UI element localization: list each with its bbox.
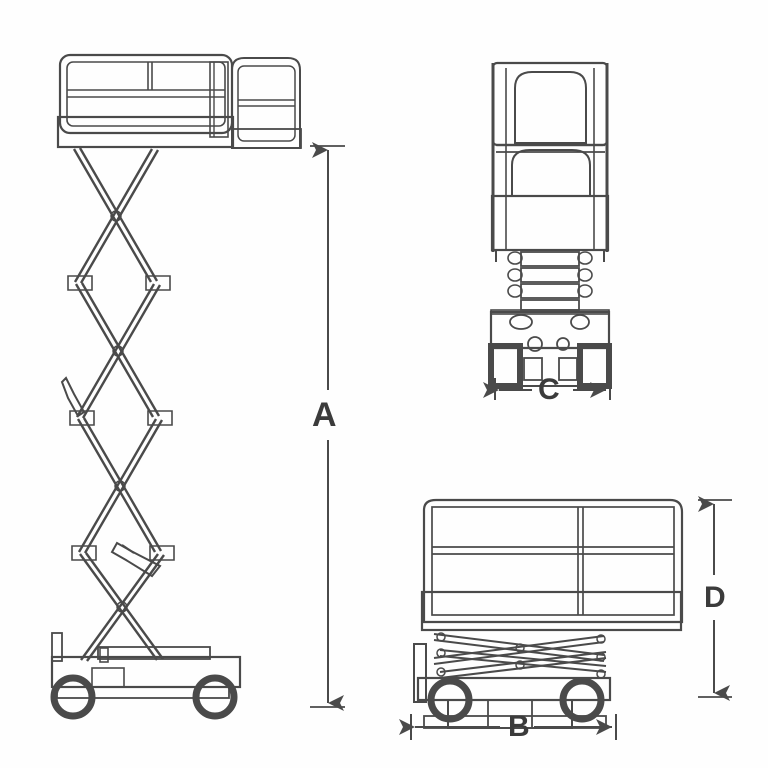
platform-gate-post [209, 61, 229, 138]
dimension-label-D: D [704, 581, 726, 614]
dimension-line-A [310, 142, 345, 711]
dimension-label-A: A [312, 396, 337, 434]
dimension-line-D [698, 496, 732, 701]
hydraulic-cylinder [60, 376, 162, 578]
view-side-elevated [50, 53, 302, 720]
rear-guardrail-upper [491, 61, 609, 252]
platform-extension-deck [231, 57, 301, 149]
dimension-label-B: B [508, 710, 530, 743]
stowed-guardrail [422, 498, 684, 624]
stowed-wheel-group [427, 677, 605, 723]
chassis-base [50, 632, 242, 699]
wheel-group [50, 674, 238, 720]
rear-platform-floor [490, 194, 610, 252]
rear-guardrail-lower [496, 143, 605, 197]
scissor-arm-stack [67, 147, 175, 662]
view-side-lowered [413, 498, 684, 729]
platform-floor [56, 115, 302, 149]
dimension-label-C: C [538, 373, 560, 406]
view-rear [488, 61, 612, 389]
dimension-line-C [483, 378, 611, 400]
dimension-line-B [399, 714, 617, 740]
stowed-platform-floor [420, 590, 683, 632]
platform-guardrail-main [58, 53, 234, 135]
rear-scissor-stack [495, 250, 605, 311]
stowed-scissor-stack [433, 632, 607, 679]
